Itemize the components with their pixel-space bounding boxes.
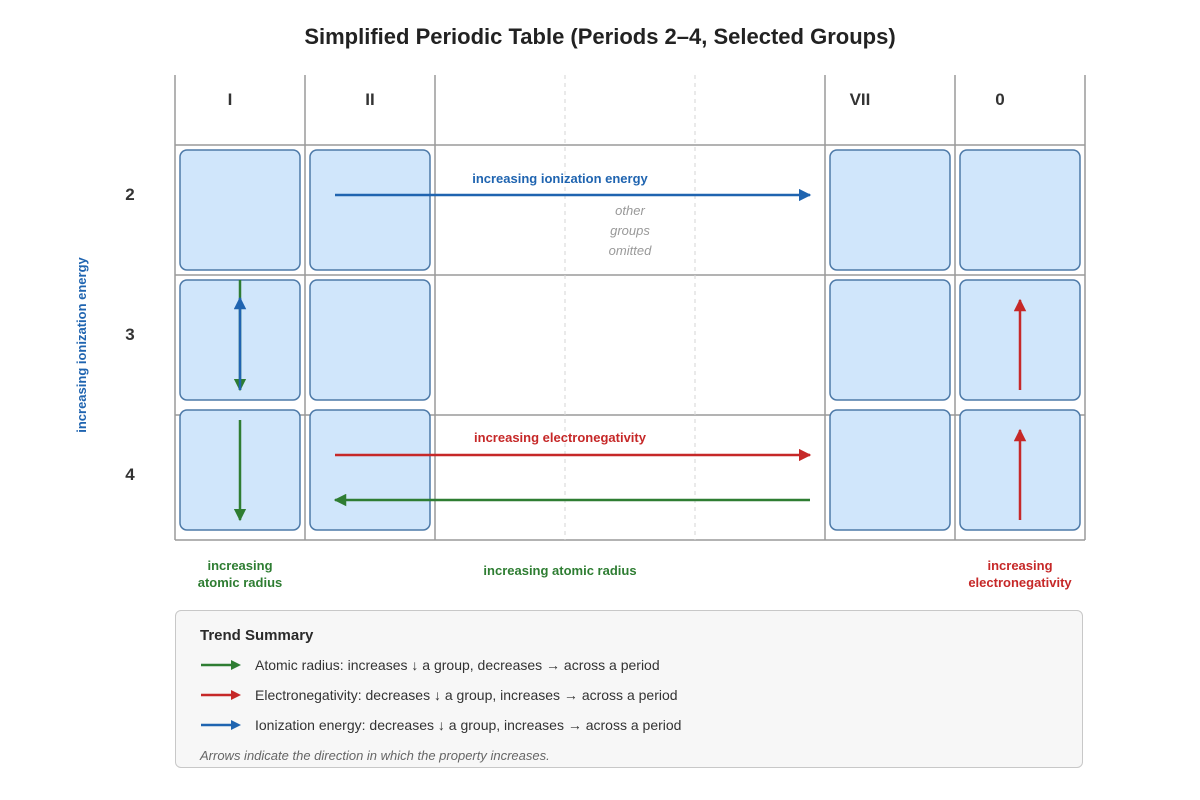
electronegativity-across-label: increasing electronegativity [474, 430, 647, 445]
element-cell-ii-4 [309, 409, 431, 531]
group-header-vii: VII [850, 90, 871, 109]
group-header-0: 0 [995, 90, 1004, 109]
electronegativity-group-label-line: electronegativity [968, 575, 1072, 590]
element-cell-ii-2 [309, 149, 431, 271]
period-label-2: 2 [125, 185, 134, 204]
legend-item-label: Electronegativity: decreases ↓ a group, … [255, 687, 678, 703]
atomic-radius-period-label: increasing atomic radius [483, 563, 636, 578]
atomic-radius-group-label-line: increasing [207, 558, 272, 573]
legend-item-electronegativity: Electronegativity: decreases ↓ a group, … [200, 685, 678, 705]
legend-item-label: Ionization energy: decreases ↓ a group, … [255, 717, 682, 733]
atomic-radius-group-label-line: atomic radius [198, 575, 283, 590]
ionization-energy-across-label: increasing ionization energy [472, 171, 648, 186]
omitted-note-line: omitted [609, 243, 652, 258]
page-title: Simplified Periodic Table (Periods 2–4, … [304, 24, 896, 49]
red-arrow-icon [201, 690, 241, 700]
group-headers: I II VII 0 [228, 90, 1005, 109]
trend-arrows [233, 188, 1027, 522]
period-label-3: 3 [125, 325, 134, 344]
element-cell-vii-4 [829, 409, 951, 531]
legend-item-atomic-radius: Atomic radius: increases ↓ a group, decr… [200, 655, 660, 675]
element-cell-vii-2 [829, 149, 951, 271]
blue-arrow-icon [201, 720, 241, 730]
group-header-i: I [228, 90, 233, 109]
period-label-4: 4 [125, 465, 135, 484]
trend-summary-legend: Trend Summary Atomic radius: increases ↓… [175, 610, 1083, 768]
ionization-energy-vertical-label: increasing ionization energy [74, 256, 89, 432]
element-cell-vii-3 [829, 279, 951, 401]
legend-title: Trend Summary [200, 627, 314, 644]
green-arrow-icon [201, 660, 241, 670]
element-cell-i-2 [179, 149, 301, 271]
element-cell-ii-3 [309, 279, 431, 401]
group-header-ii: II [365, 90, 374, 109]
period-labels: 2 3 4 [125, 185, 135, 484]
omitted-note-line: groups [610, 223, 650, 238]
legend-item-label: Atomic radius: increases ↓ a group, decr… [255, 657, 660, 673]
periodic-table-diagram: I II VII 0 2 3 4 other groups omitted [74, 75, 1086, 590]
electronegativity-group-label-line: increasing [987, 558, 1052, 573]
omitted-note-line: other [615, 203, 645, 218]
omitted-dashed-lines [564, 75, 696, 540]
legend-note: Arrows indicate the direction in which t… [200, 748, 550, 763]
element-cells [179, 149, 1081, 531]
omitted-note: other groups omitted [609, 203, 652, 258]
legend-item-ionization-energy: Ionization energy: decreases ↓ a group, … [200, 715, 681, 735]
element-cell-0-2 [959, 149, 1081, 271]
